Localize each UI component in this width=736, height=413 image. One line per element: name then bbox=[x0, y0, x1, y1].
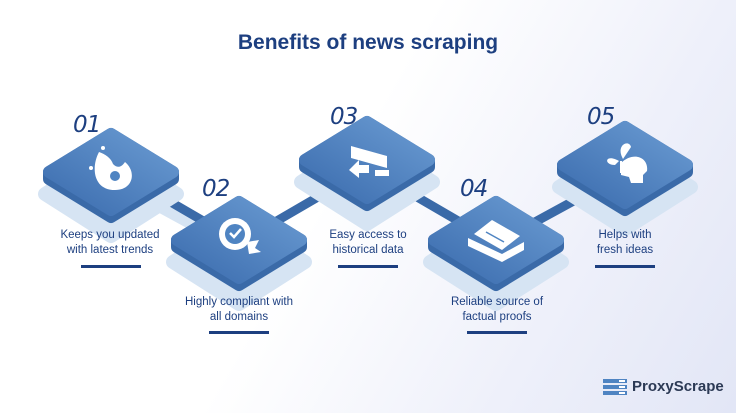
label-line: fresh ideas bbox=[596, 244, 654, 256]
step-number-03: 03 bbox=[330, 104, 358, 130]
document-folder-icon bbox=[468, 220, 524, 262]
step-label-04: Reliable source of factual proofs bbox=[422, 295, 572, 325]
label-line: Easy access to bbox=[329, 229, 407, 241]
label-line: historical data bbox=[332, 244, 404, 256]
underline bbox=[209, 331, 269, 334]
label-line: Keeps you updated bbox=[60, 229, 160, 241]
brand-logo: ProxyScrape bbox=[603, 378, 724, 395]
label-line: Highly compliant with bbox=[184, 296, 293, 308]
step-number-02: 02 bbox=[202, 176, 230, 202]
underline bbox=[81, 265, 141, 268]
step-number-01: 01 bbox=[73, 112, 101, 138]
step-label-01: Keeps you updated with latest trends bbox=[35, 228, 185, 258]
tile-04 bbox=[430, 202, 562, 304]
tile-01 bbox=[45, 134, 177, 236]
label-line: Reliable source of bbox=[450, 296, 544, 308]
underline bbox=[338, 265, 398, 268]
server-stack-icon bbox=[603, 378, 627, 395]
page-title: Benefits of news scraping bbox=[237, 31, 499, 54]
underline bbox=[467, 331, 527, 334]
step-label-02: Highly compliant with all domains bbox=[164, 295, 314, 325]
archive-arrow-icon bbox=[349, 146, 389, 178]
brand-name: ProxyScrape bbox=[632, 378, 724, 395]
label-line: factual proofs bbox=[462, 311, 532, 323]
step-number-05: 05 bbox=[587, 104, 615, 130]
tile-05 bbox=[559, 127, 691, 229]
fire-gear-icon bbox=[89, 146, 132, 190]
tile-03 bbox=[301, 122, 433, 224]
tile-02 bbox=[173, 202, 305, 304]
step-label-05: Helps with fresh ideas bbox=[550, 228, 700, 258]
step-label-03: Easy access to historical data bbox=[293, 228, 443, 258]
head-plant-icon bbox=[607, 143, 648, 183]
label-line: with latest trends bbox=[66, 244, 154, 256]
label-line: Helps with bbox=[598, 229, 652, 241]
badge-check-icon bbox=[219, 218, 261, 254]
step-number-04: 04 bbox=[460, 176, 488, 202]
label-line: all domains bbox=[209, 311, 269, 323]
underline bbox=[595, 265, 655, 268]
